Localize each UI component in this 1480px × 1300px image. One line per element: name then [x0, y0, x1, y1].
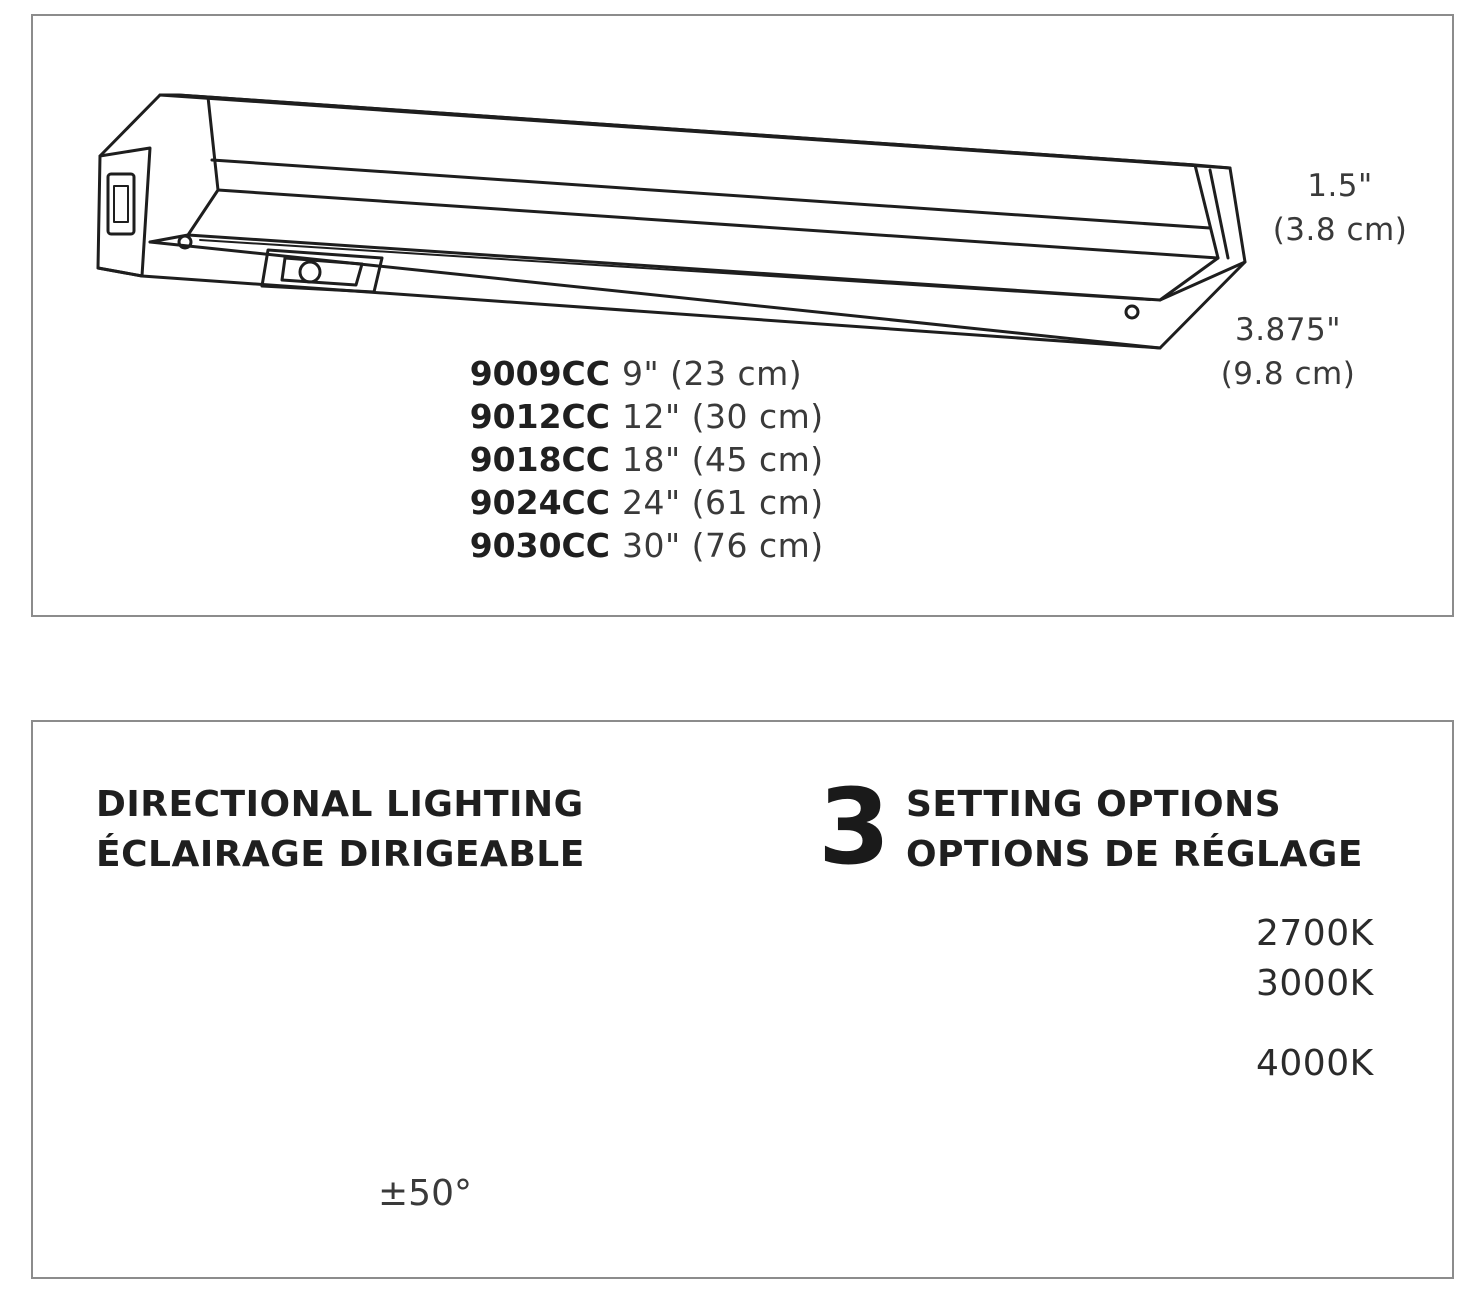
settings-heading: SETTING OPTIONS OPTIONS DE RÉGLAGE [906, 780, 1363, 880]
model-row: 9024CC 24" (61 cm) [445, 481, 824, 524]
height-dimension: 1.5" (3.8 cm) [1262, 164, 1418, 252]
settings-title-en: SETTING OPTIONS [906, 784, 1282, 825]
model-size: 24" (61 cm) [622, 483, 824, 522]
dimensions-panel [31, 14, 1454, 617]
model-code: 9024CC [469, 483, 610, 522]
model-code: 9012CC [469, 397, 610, 436]
depth-dimension: 3.875" (9.8 cm) [1210, 308, 1366, 396]
model-size: 18" (45 cm) [622, 440, 824, 479]
temp-4000k-label: 4000K [1256, 1043, 1374, 1084]
depth-metric: (9.8 cm) [1220, 356, 1356, 392]
depth-imperial: 3.875" [1234, 312, 1341, 348]
height-metric: (3.8 cm) [1272, 212, 1408, 248]
directional-title-en: DIRECTIONAL LIGHTING [96, 784, 584, 825]
model-size: 30" (76 cm) [622, 526, 824, 565]
fixture-end-cap [96, 146, 152, 278]
model-row: 9030CC 30" (76 cm) [445, 524, 824, 567]
model-row: 9012CC 12" (30 cm) [445, 395, 824, 438]
model-row: 9009CC 9" (23 cm) [445, 352, 824, 395]
angle-label: ±50° [378, 1173, 472, 1214]
settings-title-fr: OPTIONS DE RÉGLAGE [906, 834, 1363, 875]
features-panel [31, 720, 1454, 1279]
model-size: 9" (23 cm) [622, 354, 803, 393]
model-size: 12" (30 cm) [622, 397, 824, 436]
model-list: 9009CC 9" (23 cm) 9012CC 12" (30 cm) 901… [445, 352, 824, 567]
jack-icon [106, 172, 136, 236]
temp-2700k-label: 2700K [1256, 913, 1374, 954]
model-code: 9009CC [469, 354, 610, 393]
settings-count: 3 [818, 766, 891, 888]
height-imperial: 1.5" [1307, 168, 1373, 204]
model-code: 9018CC [469, 440, 610, 479]
directional-heading: DIRECTIONAL LIGHTING ÉCLAIRAGE DIRIGEABL… [96, 780, 585, 880]
switch-housing [260, 248, 384, 294]
directional-title-fr: ÉCLAIRAGE DIRIGEABLE [96, 834, 585, 875]
model-row: 9018CC 18" (45 cm) [445, 438, 824, 481]
temp-3000k-label: 3000K [1256, 963, 1374, 1004]
model-code: 9030CC [469, 526, 610, 565]
